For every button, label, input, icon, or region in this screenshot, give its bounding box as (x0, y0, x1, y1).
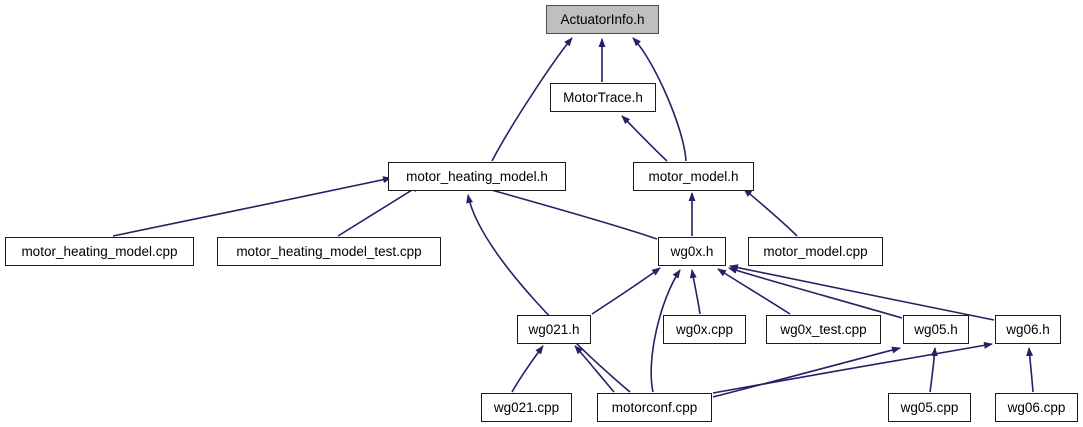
edge-motorconf_cpp-to-wg06_h (712, 341, 993, 394)
graph-node-label: motorconf.cpp (611, 399, 698, 415)
graph-node-motor_heating_model_h[interactable]: motor_heating_model.h (388, 162, 566, 191)
graph-node-label: MotorTrace.h (563, 89, 643, 105)
graph-node-wg06_h[interactable]: wg06.h (995, 315, 1061, 344)
edge-wg06_h-to-wg0x_h (729, 264, 995, 321)
edge-motorconf_cpp-to-wg021_h (574, 345, 615, 393)
graph-node-label: wg05.h (914, 321, 958, 337)
edge-motor_model_cpp-to-motor_model_h (743, 188, 798, 237)
edge-wg0x_test_cpp-to-wg0x_h (717, 268, 791, 315)
graph-node-label: wg0x.cpp (675, 321, 734, 337)
graph-node-label: ActuatorInfo.h (560, 11, 645, 27)
edge-motor_model_h-to-motortrace_h (621, 115, 668, 162)
graph-node-label: wg021.h (528, 321, 580, 337)
graph-node-motortrace_h[interactable]: MotorTrace.h (550, 83, 656, 112)
graph-node-motor_model_cpp[interactable]: motor_model.cpp (748, 237, 883, 266)
edge-wg021_cpp-to-wg021_h (511, 345, 544, 393)
edge-motor_heating_model_cpp-to-motor_heating_model_h (112, 176, 392, 237)
graph-node-motor_heating_model_test_cpp[interactable]: motor_heating_model_test.cpp (217, 237, 441, 266)
graph-node-label: wg0x_test.cpp (780, 321, 867, 337)
graph-node-label: wg06.cpp (1007, 399, 1066, 415)
graph-node-label: motor_heating_model.h (406, 168, 548, 184)
edge-motorconf_cpp-to-motor_heating_model_h (466, 194, 631, 393)
edge-motorconf_cpp-to-wg05_h (712, 346, 901, 398)
graph-node-motor_model_h[interactable]: motor_model.h (633, 162, 754, 191)
graph-node-label: motor_heating_model.cpp (21, 243, 178, 259)
edge-wg021_h-to-wg0x_h (591, 267, 661, 315)
edge-wg06_cpp-to-wg06_h (1026, 347, 1034, 393)
graph-node-label: wg05.cpp (900, 399, 959, 415)
edge-motor_heating_model_test_cpp-to-motor_heating_model_h (337, 184, 421, 237)
graph-node-label: wg06.h (1006, 321, 1050, 337)
edge-wg05_h-to-wg0x_h (728, 267, 903, 319)
graph-node-label: wg021.cpp (493, 399, 560, 415)
graph-node-wg05_cpp[interactable]: wg05.cpp (888, 393, 971, 422)
graph-node-wg0x_cpp[interactable]: wg0x.cpp (663, 315, 746, 344)
edge-wg0x_h-to-motor_heating_model_h (469, 182, 658, 240)
graph-node-wg05_h[interactable]: wg05.h (903, 315, 969, 344)
graph-node-wg0x_test_cpp[interactable]: wg0x_test.cpp (766, 315, 881, 344)
graph-node-label: motor_model.h (648, 168, 739, 184)
graph-node-label: wg0x.h (670, 243, 714, 259)
graph-node-wg021_h[interactable]: wg021.h (517, 315, 591, 344)
graph-node-wg0x_h[interactable]: wg0x.h (658, 237, 726, 266)
graph-node-label: motor_heating_model_test.cpp (236, 243, 422, 259)
edge-wg0x_cpp-to-wg0x_h (689, 269, 701, 315)
graph-node-motorconf_cpp[interactable]: motorconf.cpp (597, 393, 712, 422)
edge-wg05_cpp-to-wg05_h (929, 347, 938, 393)
graph-node-label: motor_model.cpp (763, 243, 868, 259)
graph-node-motor_heating_model_cpp[interactable]: motor_heating_model.cpp (5, 237, 194, 266)
graph-node-wg021_cpp[interactable]: wg021.cpp (481, 393, 572, 422)
graph-node-actuatorinfo_h[interactable]: ActuatorInfo.h (546, 5, 659, 34)
graph-node-wg06_cpp[interactable]: wg06.cpp (995, 393, 1078, 422)
